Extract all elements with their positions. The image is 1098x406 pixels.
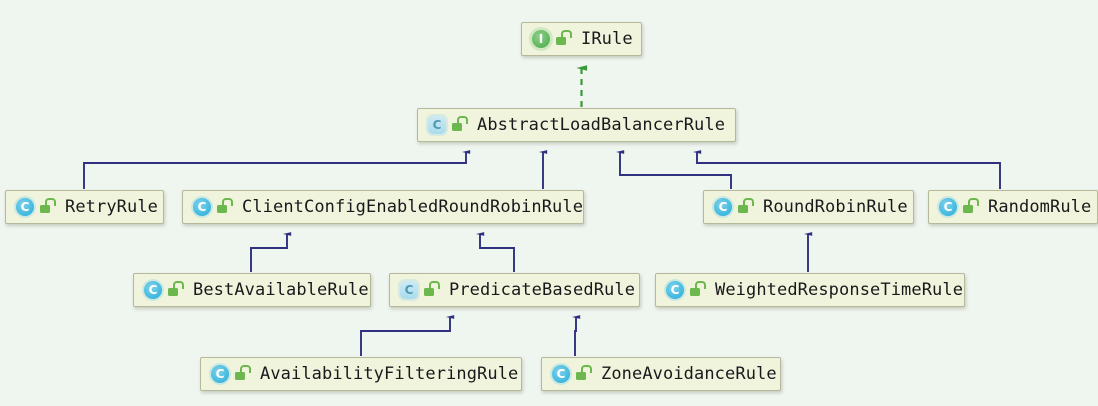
abstract-class-icon: C — [428, 116, 446, 134]
interface-icon: I — [532, 30, 550, 48]
node-zoneavoidancerule[interactable]: C ZoneAvoidanceRule — [541, 357, 781, 391]
node-availabilityfilteringrule[interactable]: C AvailabilityFilteringRule — [200, 357, 522, 391]
edge-availabilityfilteringrule-extends-predicatebasedrule — [360, 315, 455, 356]
node-retryrule[interactable]: C RetryRule — [5, 190, 164, 224]
node-label: AbstractLoadBalancerRule — [477, 114, 726, 135]
node-label: BestAvailableRule — [193, 279, 369, 300]
class-icon: C — [16, 198, 34, 216]
class-icon: C — [666, 281, 684, 299]
public-lock-icon — [423, 281, 440, 298]
node-irule[interactable]: I IRule — [521, 22, 642, 56]
public-lock-icon — [39, 198, 56, 215]
node-label: WeightedResponseTimeRule — [715, 279, 964, 300]
node-weightedresponsetimerule[interactable]: C WeightedResponseTimeRule — [655, 273, 965, 307]
node-bestavailablerule[interactable]: C BestAvailableRule — [133, 273, 371, 307]
public-lock-icon — [962, 198, 979, 215]
class-icon: C — [552, 365, 570, 383]
node-label: RoundRobinRule — [763, 196, 908, 217]
class-icon: C — [144, 281, 162, 299]
abstract-class-icon: C — [400, 281, 418, 299]
edge-randomrule-extends-abstractloadbalancerrule — [693, 150, 1001, 189]
public-lock-icon — [555, 30, 572, 47]
public-lock-icon — [234, 365, 251, 382]
edge-zoneavoidancerule-extends-predicatebasedrule — [572, 315, 581, 356]
edge-predicatebasedrule-extends-clientconfigenabledroundrobinrule — [476, 232, 515, 272]
node-roundrobinrule[interactable]: C RoundRobinRule — [703, 190, 914, 224]
node-label: PredicateBasedRule — [449, 279, 636, 300]
node-randomrule[interactable]: C RandomRule — [928, 190, 1098, 224]
node-label: ClientConfigEnabledRoundRobinRule — [242, 196, 584, 217]
edge-roundrobinrule-extends-abstractloadbalancerrule — [616, 150, 732, 189]
class-icon: C — [939, 198, 957, 216]
edge-bestavailablerule-extends-clientconfigenabledroundrobinrule — [250, 232, 292, 272]
public-lock-icon — [451, 116, 468, 133]
node-label: ZoneAvoidanceRule — [601, 363, 777, 384]
public-lock-icon — [167, 281, 184, 298]
public-lock-icon — [216, 198, 233, 215]
edge-retryrule-extends-abstractloadbalancerrule — [83, 150, 471, 189]
class-icon: C — [193, 198, 211, 216]
public-lock-icon — [737, 198, 754, 215]
class-icon: C — [211, 365, 229, 383]
node-label: RetryRule — [65, 196, 159, 217]
node-predicatebasedrule[interactable]: C PredicateBasedRule — [389, 273, 640, 307]
node-abstractloadbalancerrule[interactable]: C AbstractLoadBalancerRule — [417, 108, 736, 142]
node-label: RandomRule — [988, 196, 1092, 217]
node-label: IRule — [581, 28, 633, 49]
public-lock-icon — [575, 365, 592, 382]
node-clientconfigenabledroundrobinrule[interactable]: C ClientConfigEnabledRoundRobinRule — [182, 190, 584, 224]
public-lock-icon — [689, 281, 706, 298]
node-label: AvailabilityFilteringRule — [260, 363, 519, 384]
class-icon: C — [714, 198, 732, 216]
